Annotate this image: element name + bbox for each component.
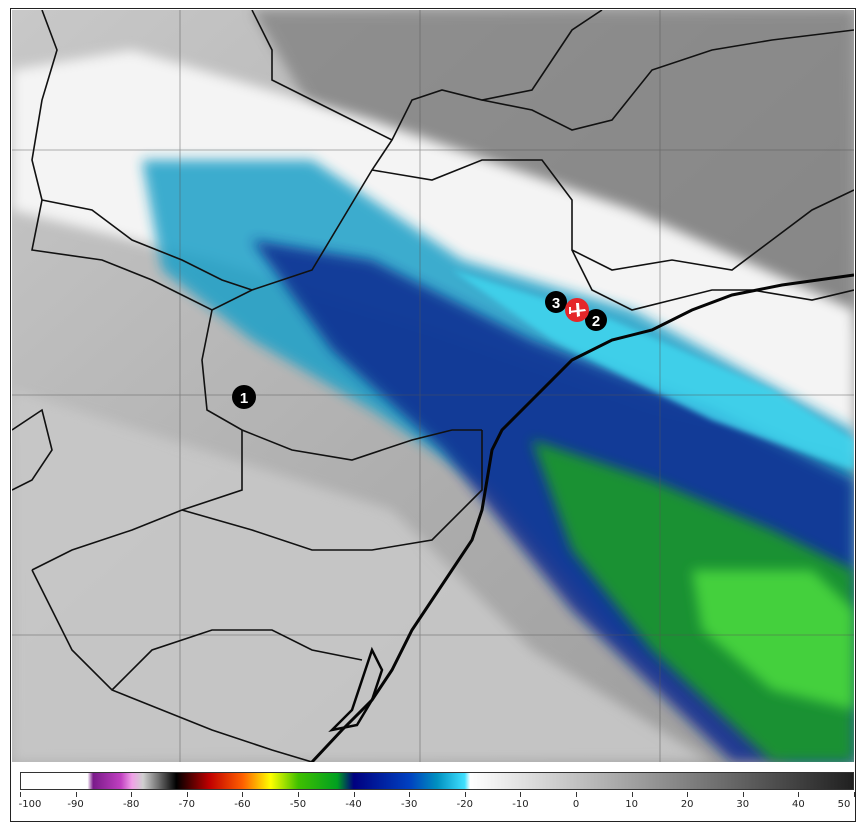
satellite-map: 1 3 2 bbox=[12, 10, 854, 762]
svg-text:2: 2 bbox=[592, 313, 600, 330]
colorbar-tick-mark bbox=[631, 792, 633, 797]
colorbar-tick-mark bbox=[464, 792, 466, 797]
colorbar-tick-label: -70 bbox=[178, 799, 195, 810]
light-cyan-edge bbox=[452, 270, 854, 470]
colorbar-tick-mark bbox=[186, 792, 188, 797]
colorbar-tick-label: -10 bbox=[512, 799, 529, 810]
colorbar-tick-mark bbox=[353, 792, 355, 797]
location-marker-3: 3 bbox=[545, 291, 567, 313]
colorbar-tick-label: -30 bbox=[401, 799, 418, 810]
colorbar-tick-label: -80 bbox=[123, 799, 140, 810]
colorbar-tick-label: -90 bbox=[67, 799, 84, 810]
colorbar-tick-mark bbox=[409, 792, 411, 797]
colorbar-tick-label: -60 bbox=[234, 799, 251, 810]
colorbar-tick-mark bbox=[854, 792, 855, 797]
bright-green-core bbox=[692, 570, 854, 710]
colorbar-tick-label: 0 bbox=[572, 799, 580, 810]
lagoon-outline bbox=[328, 646, 384, 733]
airplane-icon bbox=[565, 298, 589, 322]
colorbar-tick-mark bbox=[298, 792, 299, 797]
colorbar-tick-label: -20 bbox=[456, 799, 473, 810]
lower-left-cloud-region bbox=[12, 390, 712, 762]
colorbar-gradient bbox=[20, 772, 854, 790]
colorbar-tick-mark bbox=[576, 792, 577, 797]
colorbar-tick-mark bbox=[242, 792, 244, 797]
colorbar-tick-mark bbox=[798, 792, 800, 797]
colorbar-tick-label: -50 bbox=[289, 799, 307, 810]
colorbar-tick-mark bbox=[20, 792, 21, 797]
colorbar-tick-label: -40 bbox=[345, 799, 362, 810]
coastline bbox=[310, 273, 854, 762]
state-borders bbox=[12, 10, 854, 762]
svg-text:3: 3 bbox=[552, 295, 560, 312]
colorbar-tick-label: 30 bbox=[736, 799, 750, 810]
location-marker-2: 2 bbox=[585, 309, 607, 331]
colorbar-tick-label: 40 bbox=[792, 799, 805, 810]
colorbar-tick-mark bbox=[75, 792, 77, 797]
colorbar-tick-label: -100 bbox=[18, 799, 42, 810]
colorbar-tick-mark bbox=[131, 792, 133, 797]
colorbar-tick-mark bbox=[742, 792, 744, 797]
colorbar-tick-label: 10 bbox=[625, 799, 638, 810]
colorbar-tick-label: 50 bbox=[837, 799, 851, 810]
svg-text:1: 1 bbox=[240, 390, 248, 407]
graticule bbox=[12, 10, 854, 762]
colorbar-tick-label: 20 bbox=[680, 799, 694, 810]
colorbar-tick-mark bbox=[687, 792, 689, 797]
colorbar-tick-mark bbox=[520, 792, 522, 797]
location-marker-1: 1 bbox=[232, 385, 256, 409]
